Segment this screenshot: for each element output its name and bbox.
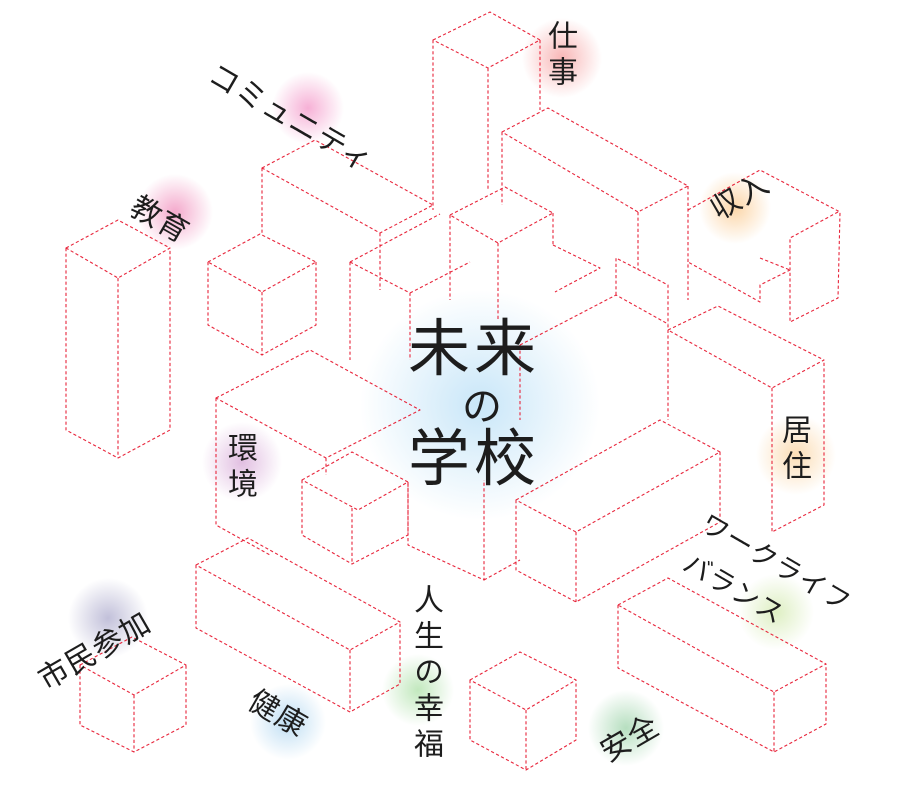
- block-center-top: [449, 186, 554, 320]
- glow-income: [699, 172, 771, 244]
- title-line-2: 学校: [408, 422, 541, 495]
- glow-community: [272, 72, 344, 144]
- block-center-mid: [349, 213, 601, 360]
- block-cube-bottom-center: [469, 651, 577, 771]
- block-center-lower: [407, 480, 521, 581]
- dashed-blocks: [65, 11, 841, 771]
- block-cube-left: [207, 233, 317, 356]
- block-environment: [215, 349, 421, 556]
- block-education-pillar: [65, 219, 171, 459]
- glow-housing: [756, 415, 836, 495]
- block-mid-right: [515, 419, 721, 603]
- block-tower-top: [432, 11, 541, 210]
- glow-health: [250, 684, 326, 760]
- label-housing: 居住: [776, 414, 811, 486]
- block-work: [501, 107, 689, 300]
- block-center-right: [519, 257, 669, 420]
- glow-civic: [68, 578, 148, 658]
- glow-environment: [202, 422, 282, 502]
- glow-worklife1: [738, 574, 814, 650]
- block-housing: [667, 305, 825, 533]
- glow-education: [137, 174, 213, 250]
- glow-happiness: [382, 654, 454, 726]
- title-particle: の: [462, 384, 502, 430]
- block-income: [687, 169, 841, 323]
- block-cube-bottom-left: [79, 636, 187, 753]
- glow-safety: [588, 690, 664, 766]
- block-civic-slab: [195, 537, 401, 713]
- center-glow: [360, 290, 600, 520]
- block-worklife: [617, 577, 827, 753]
- block-community: [261, 139, 434, 290]
- label-work: 仕事: [542, 20, 577, 92]
- label-glows: [68, 18, 836, 766]
- label-environment: 環境: [222, 432, 257, 504]
- label-happiness: 人生の幸福: [408, 584, 443, 764]
- title-line-1: 未来: [408, 312, 541, 385]
- glow-work: [522, 18, 602, 98]
